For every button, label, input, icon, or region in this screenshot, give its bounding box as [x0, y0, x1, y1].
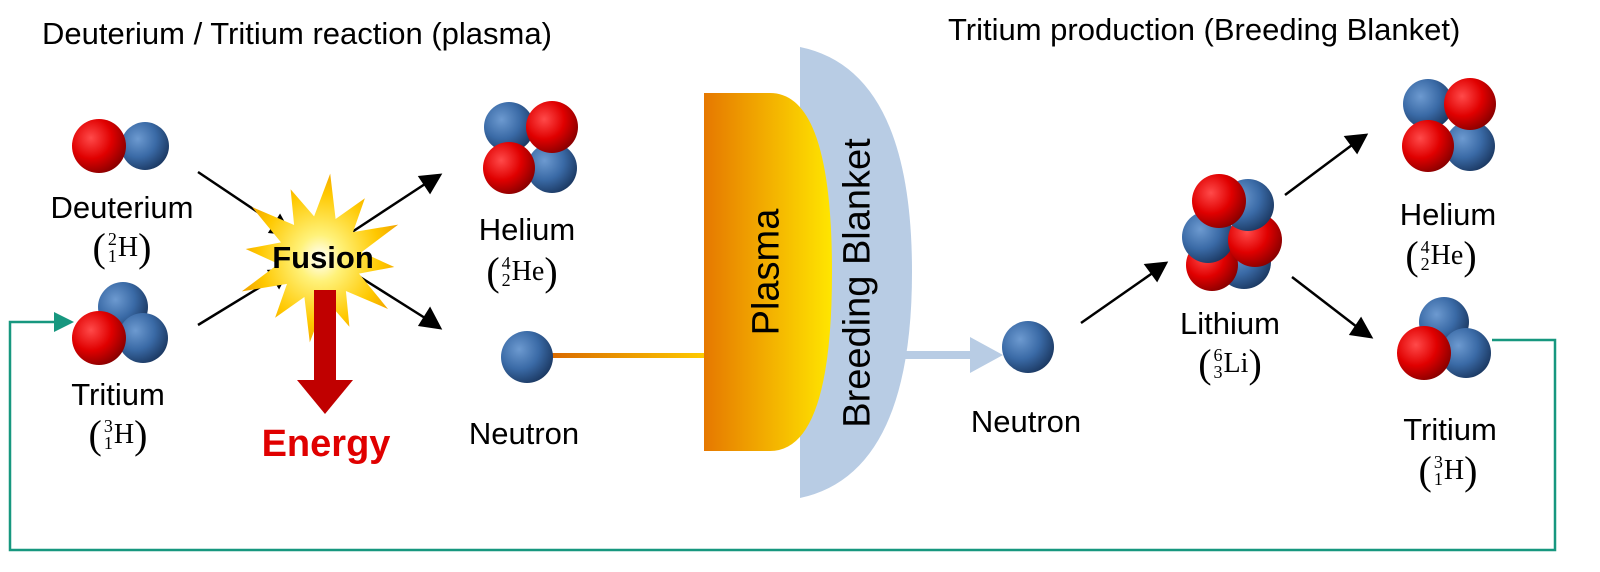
label-fusion: Fusion: [272, 240, 374, 275]
label-tritium-right: Tritium: [1403, 412, 1497, 447]
plasma-shape: [704, 93, 832, 451]
label-lithium: Lithium: [1180, 306, 1280, 341]
title-right: Tritium production (Breeding Blanket): [948, 12, 1461, 47]
breeding-arrows: [1080, 133, 1374, 339]
label-breeding-blanket: Breeding Blanket: [836, 138, 879, 428]
breeding-blanket-shape: [800, 47, 912, 498]
label-neutron-right: Neutron: [970, 404, 1082, 439]
label-neutron-left: Neutron: [468, 416, 580, 451]
label-helium-left: Helium: [478, 212, 576, 247]
tritium-nucleus-right: [1397, 297, 1491, 380]
neutron-flow-arrow: [899, 337, 1003, 373]
lithium-nucleus: [1182, 174, 1282, 291]
tritium-nucleus-left: [72, 282, 168, 365]
neutron-right: [1002, 321, 1054, 373]
label-helium-right: Helium: [1399, 197, 1497, 232]
title-left: Deuterium / Tritium reaction (plasma): [42, 16, 552, 51]
helium-nucleus-left: [483, 101, 578, 194]
label-energy: Energy: [261, 423, 391, 465]
label-deuterium: Deuterium: [50, 190, 194, 225]
label-tritium-left: Tritium: [71, 377, 165, 412]
fusion-burst: [241, 173, 399, 343]
neutron-left: [501, 331, 707, 383]
tritium-recycle-line: [8, 312, 1557, 552]
energy-arrow: [297, 290, 353, 414]
deuterium-nucleus: [72, 119, 169, 173]
label-plasma: Plasma: [745, 208, 788, 336]
helium-nucleus-right: [1402, 78, 1496, 172]
